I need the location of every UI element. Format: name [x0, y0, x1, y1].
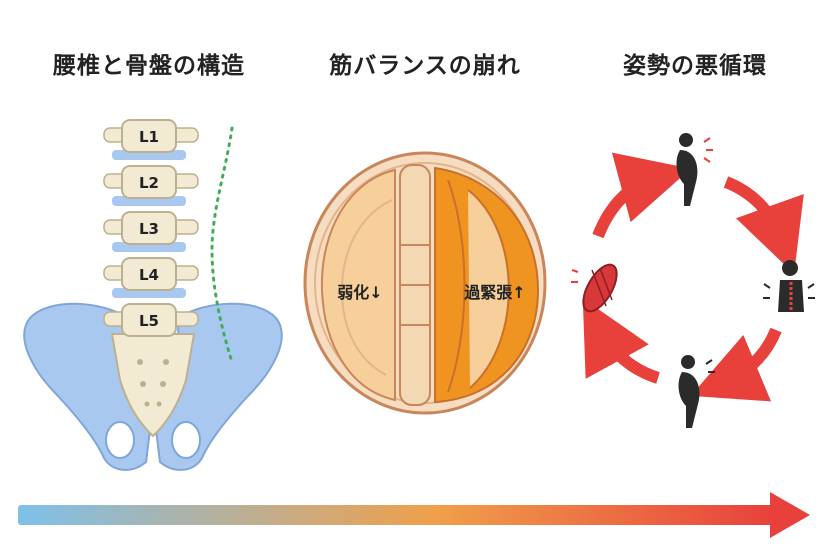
pelvis-illustration — [23, 302, 283, 471]
hunched-figure-top-icon — [676, 133, 713, 206]
back-pain-figure-icon — [763, 260, 815, 312]
vertebra-l3 — [121, 211, 177, 245]
cycle-arrow-bottom-right — [690, 327, 782, 402]
vertebra-label-l2: L2 — [139, 174, 159, 192]
tight-muscle-label: 過緊張↑ — [463, 283, 525, 302]
vertebra-l4 — [121, 257, 177, 291]
cycle-arrow-bottom-left — [582, 298, 660, 384]
vertebra-l5 — [121, 303, 177, 337]
vertebra-label-l4: L4 — [139, 266, 159, 284]
posture-cycle — [571, 133, 815, 428]
tight-muscle-icon — [571, 263, 618, 313]
lumbar-spine: L1 L2 L3 L4 L5 — [103, 119, 199, 337]
progression-arrow — [18, 492, 810, 538]
vertebra-l1 — [121, 119, 177, 153]
vertebra-label-l1: L1 — [139, 128, 159, 146]
muscle-cross-section: 弱化↓ 過緊張↑ — [303, 151, 547, 415]
cycle-arrow-top-right — [723, 176, 804, 274]
muscle-section-title: 筋バランスの崩れ — [329, 53, 521, 79]
cycle-arrow-top-left — [592, 152, 691, 239]
vertebra-l2 — [121, 165, 177, 199]
cycle-section-title: 姿勢の悪循環 — [623, 53, 767, 79]
hunched-figure-bottom-icon — [678, 355, 715, 428]
vertebra-label-l5: L5 — [139, 312, 159, 330]
spine-section-title: 腰椎と骨盤の構造 — [53, 53, 245, 79]
vertebra-label-l3: L3 — [139, 220, 159, 238]
weak-muscle-label: 弱化↓ — [337, 283, 382, 302]
